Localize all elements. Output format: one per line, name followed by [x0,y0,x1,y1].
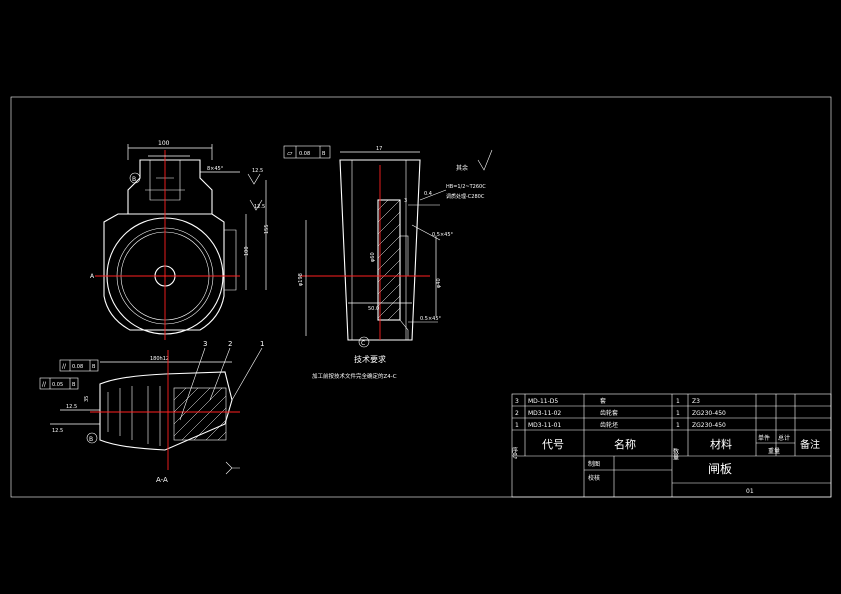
datum-b-label: B [132,176,136,183]
right-dim-0-4: 0.4 [424,191,432,197]
flatness-symbol: ⏥ [287,149,293,157]
flatness-ref: B [322,151,326,157]
row1-material: ZG230-450 [692,422,726,429]
header-total-weight: 总计 [778,434,790,442]
body-outline [103,213,225,331]
top-lug [127,159,213,214]
row3-seq: 3 [515,398,519,405]
section-width: 180h12 [150,356,169,362]
part-no-2: 2 [228,340,232,348]
row2-seq: 2 [515,410,519,417]
row3-name: 套 [600,397,606,405]
right-dim-phi40: φ40 [436,278,442,288]
parallel-tol-2: 0.05 [52,382,63,388]
flatness-tol: 0.08 [299,151,310,157]
part-no-3: 3 [203,340,207,348]
drawing-title: 闸板 [708,462,732,476]
header-remarks: 备注 [800,438,820,451]
row1-seq: 1 [515,422,519,429]
section-hatch-area [173,387,227,441]
row2-code: MD3-11-02 [528,410,561,417]
section-dia: 35 [84,396,90,402]
side-ear [224,229,237,291]
tech-title: 技术要求 [354,354,386,364]
surface-rest: 其余 [456,164,468,172]
header-name: 名称 [614,437,636,451]
parallel-tol-1: 0.08 [72,364,83,370]
dim-vertical-155: 155 [264,224,270,234]
front-view: 100 8×45° 12.5 12.5 100 155 B A [90,140,270,340]
hatched-web [377,199,401,321]
flatness-frame [283,145,331,159]
dim-chamfer: 8×45° [207,166,224,172]
row2-material: ZG230-450 [692,410,726,417]
sheet-no: 01 [746,488,754,495]
row2-name: 齿轮套 [600,409,618,417]
row1-name: 齿轮坯 [600,421,618,429]
right-dim-dia: φ198 [298,273,304,286]
row1-code: MD3-11-01 [528,422,561,429]
header-unit-weight: 单件 [758,434,770,442]
side-view: ⏥ 0.08 B 17 φ198 φ60 [283,145,493,380]
dim-vertical-100: 100 [244,246,250,256]
parallel-frame-1 [59,359,99,372]
header-weight: 重量 [768,447,780,455]
parallel-ref-2: B [72,382,76,388]
section-dim-1: 12.5 [66,404,77,410]
datum-c-circle [358,336,370,348]
row1-qty: 1 [676,422,680,429]
checked-label: 校核 [588,474,600,482]
title-block: 3 MD-11-D5 套 1 Z3 2 MD3-11-02 齿轮套 1 ZG23… [511,393,832,498]
section-label: A-A [156,476,168,484]
title-block-frame [511,393,832,498]
right-dim-dia-2: φ60 [370,252,376,262]
header-code: 代号 [542,438,564,451]
datum-c-label: C [361,340,365,347]
right-dim-chamfer: 0.5×45° [432,232,454,238]
row3-qty: 1 [676,398,680,405]
right-dim-angle: 3 [404,198,407,204]
row3-code: MD-11-D5 [528,398,558,405]
hatch-lines [377,199,401,321]
dim-width-100: 100 [158,140,170,147]
drawing-frame [10,96,832,498]
header-qty: 数量 [672,447,679,461]
tech-note: 加工前按技术文件完全确定的Z4-C [312,372,397,380]
hardness-1: HB=1/2~T260C [446,184,486,190]
header-material: 材料 [710,437,732,451]
row2-qty: 1 [676,410,680,417]
right-dim-top: 17 [376,146,382,152]
header-seq: 序号 [511,446,518,460]
parallel-frame-2 [39,377,79,390]
side-body [339,159,421,341]
parallel-symbol-2: // [42,381,47,388]
right-dim-chamfer-2: 0.5×45° [420,316,442,322]
roughness-2: 12.5 [254,204,265,210]
hardness-2: 调质处理-C280C [446,193,485,200]
parallel-symbol-1: // [62,363,67,370]
datum-b-circle [129,172,141,184]
datum-b2-circle [86,432,98,444]
section-view-aa: // 0.08 B // 0.05 B 180h12 35 12.5 12.5 [39,340,264,484]
parallel-ref-1: B [92,364,96,370]
roughness-1: 12.5 [252,168,263,174]
section-dim-2: 12.5 [52,428,63,434]
datum-b2-label: B [89,436,93,443]
arrow-a: A [90,273,95,280]
row3-material: Z3 [692,398,700,405]
right-dim-width: 50.0 [368,306,379,312]
drawn-label: 制图 [588,460,600,468]
part-no-1: 1 [260,340,264,348]
